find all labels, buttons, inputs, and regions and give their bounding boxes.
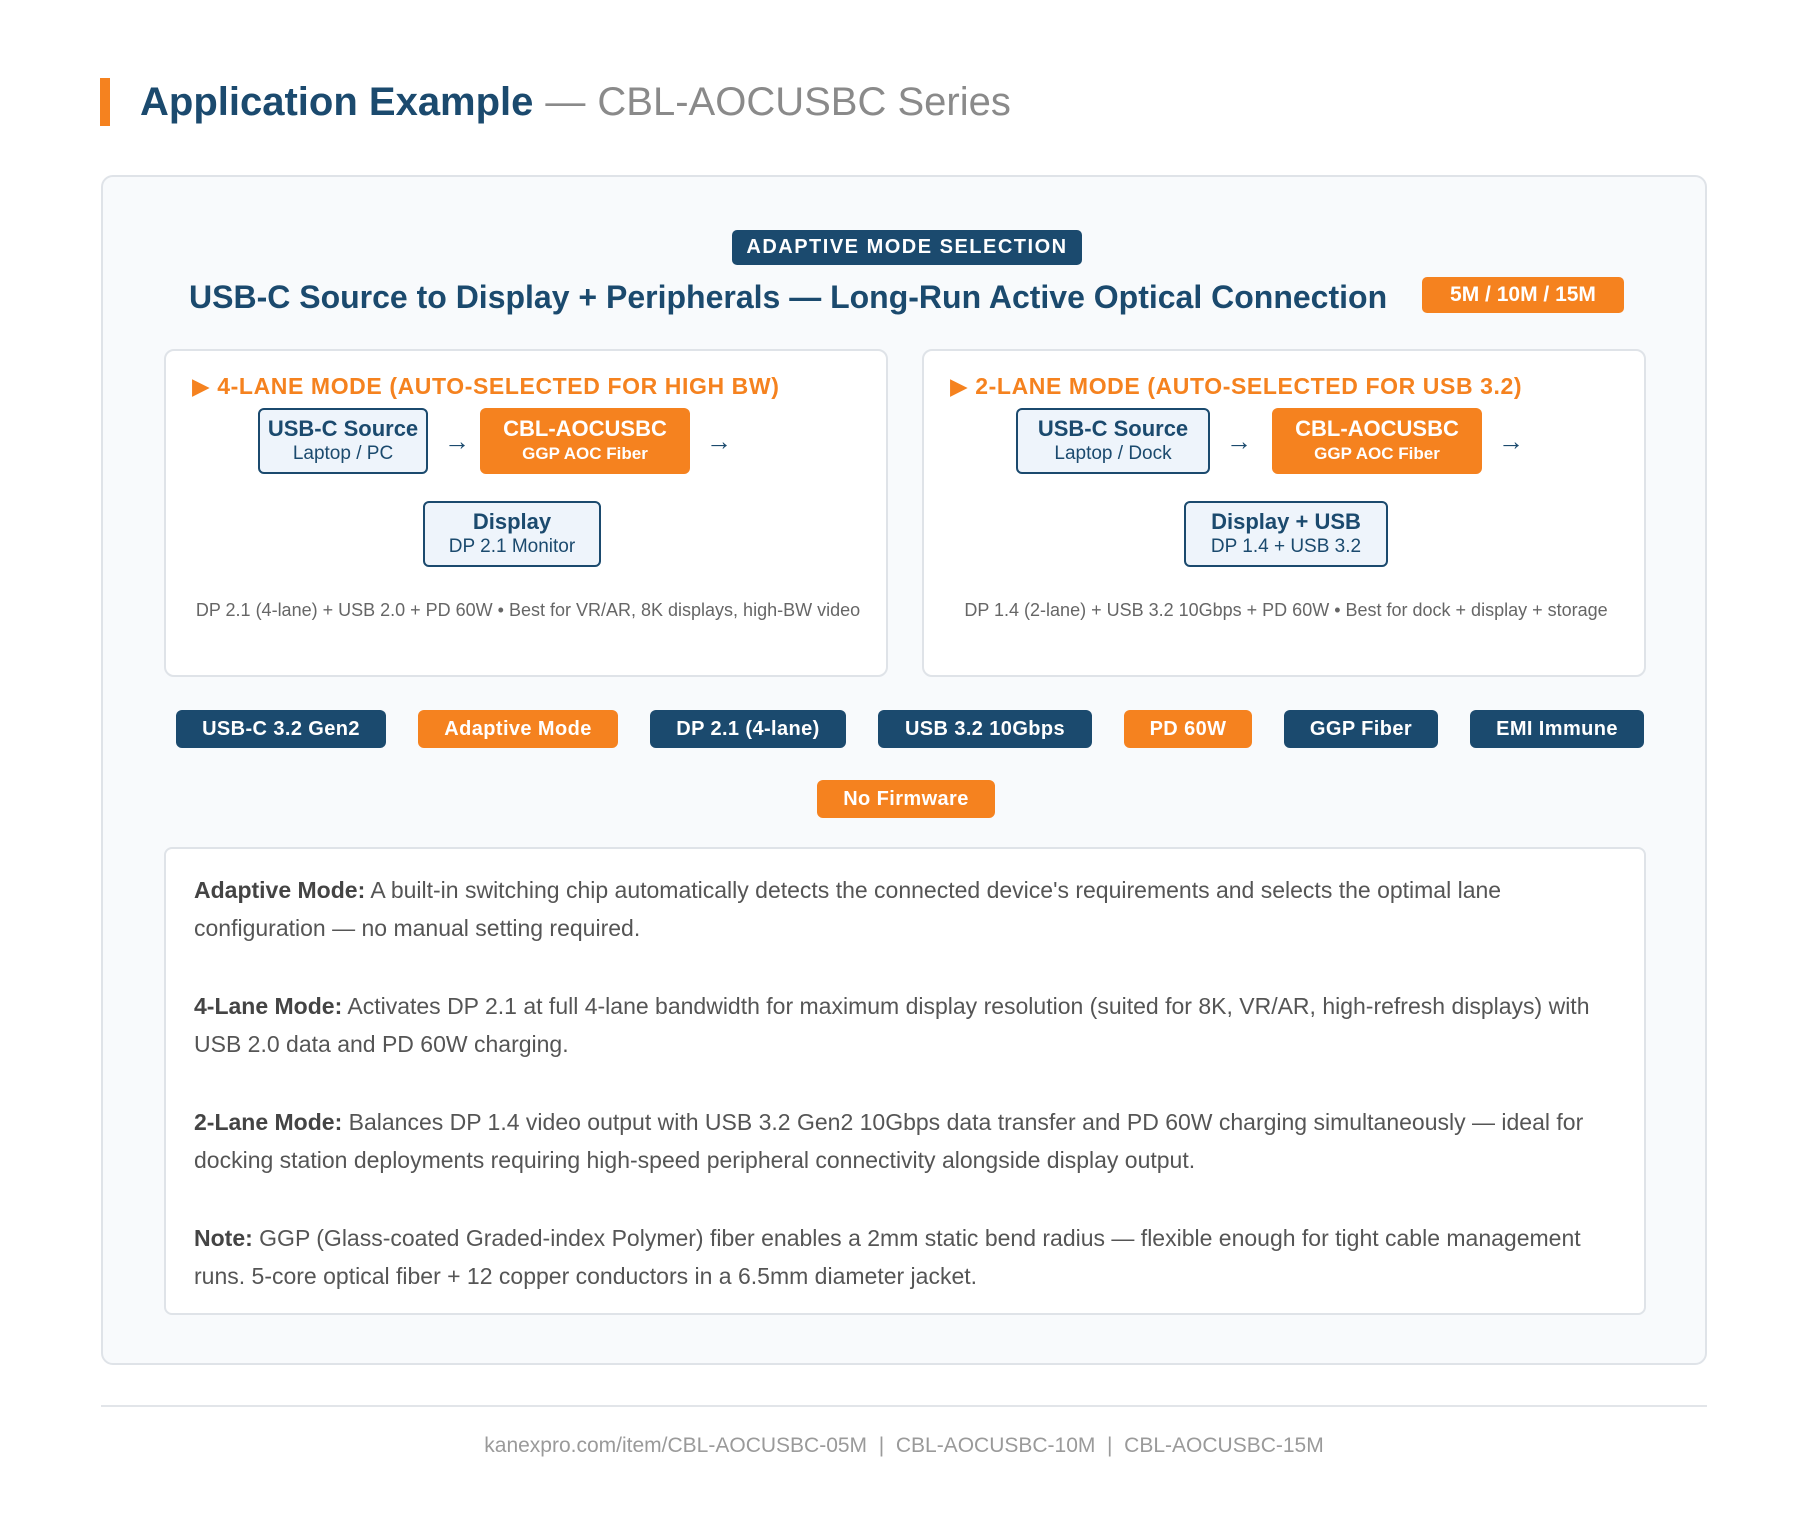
mode-caption: DP 2.1 (4-lane) + USB 2.0 + PD 60W • Bes… [195,600,861,620]
note-text: Activates DP 2.1 at full 4-lane bandwidt… [194,993,1590,1057]
node-subtitle: DP 2.1 Monitor [448,536,576,557]
display-node: Display DP 2.1 Monitor [423,501,601,567]
node-title: CBL-AOCUSBC [503,416,667,441]
note-text: A built-in switching chip automatically … [194,877,1502,941]
note-label: Adaptive Mode: [194,877,366,903]
page-subtitle: CBL-AOCUSBC Series [597,79,1011,124]
right-arrow-icon: → [1498,426,1524,456]
page-title: Application Example [140,79,534,124]
node-subtitle: Laptop / PC [292,443,394,464]
mode-heading: ▶ 4-LANE MODE (AUTO-SELECTED FOR HIGH BW… [192,373,780,399]
page-header: Application Example — CBL-AOCUSBC Series [100,78,1011,126]
node-title: CBL-AOCUSBC [1295,416,1459,441]
feature-tag-usbc-gen2: USB-C 3.2 Gen2 [176,710,386,748]
node-title: USB-C Source [1037,416,1189,441]
right-arrow-icon: → [1226,426,1252,456]
note-text: GGP (Glass-coated Graded-index Polymer) … [194,1225,1581,1289]
feature-tag-pd60w: PD 60W [1124,710,1252,748]
source-node: USB-C Source Laptop / PC [258,408,428,474]
node-subtitle: Laptop / Dock [1054,443,1172,464]
node-subtitle: GGP AOC Fiber [1314,444,1440,463]
note-label: Note: [194,1225,253,1251]
note-adaptive-mode: Adaptive Mode: A built-in switching chip… [194,871,1616,947]
feature-tag-no-firmware: No Firmware [817,780,995,818]
notes-box: Adaptive Mode: A built-in switching chip… [164,847,1646,1315]
footer-divider [101,1405,1707,1407]
node-title: Display + USB [1211,509,1361,534]
node-title: Display [472,509,552,534]
cable-node: CBL-AOCUSBC GGP AOC Fiber [1272,408,1482,474]
cable-node: CBL-AOCUSBC GGP AOC Fiber [480,408,690,474]
note-four-lane-mode: 4-Lane Mode: Activates DP 2.1 at full 4-… [194,987,1616,1063]
application-panel: ADAPTIVE MODE SELECTION USB-C Source to … [101,175,1707,1365]
length-badge: 5M / 10M / 15M [1422,277,1624,313]
right-arrow-icon: → [706,426,732,456]
two-lane-mode-card: ▶ 2-LANE MODE (AUTO-SELECTED FOR USB 3.2… [922,349,1646,677]
note-label: 4-Lane Mode: [194,993,343,1019]
right-arrow-icon: → [444,426,470,456]
feature-tag-adaptive-mode: Adaptive Mode [418,710,618,748]
feature-tag-ggp-fiber: GGP Fiber [1284,710,1438,748]
feature-tag-usb32: USB 3.2 10Gbps [878,710,1092,748]
source-node: USB-C Source Laptop / Dock [1016,408,1210,474]
diagram-title: USB-C Source to Display + Peripherals — … [189,278,1388,315]
four-lane-mode-card: ▶ 4-LANE MODE (AUTO-SELECTED FOR HIGH BW… [164,349,888,677]
note-text: Balances DP 1.4 video output with USB 3.… [194,1109,1584,1173]
mode-caption: DP 1.4 (2-lane) + USB 3.2 10Gbps + PD 60… [964,600,1608,620]
header-accent-bar [100,78,110,126]
feature-tag-emi-immune: EMI Immune [1470,710,1644,748]
display-usb-node: Display + USB DP 1.4 + USB 3.2 [1184,501,1388,567]
adaptive-mode-badge: ADAPTIVE MODE SELECTION [732,230,1082,265]
node-subtitle: DP 1.4 + USB 3.2 [1210,536,1362,557]
note-fiber: Note: GGP (Glass-coated Graded-index Pol… [194,1219,1616,1295]
node-subtitle: GGP AOC Fiber [522,444,648,463]
footer-links: kanexpro.com/item/CBL-AOCUSBC-05M | CBL-… [484,1434,1324,1457]
note-two-lane-mode: 2-Lane Mode: Balances DP 1.4 video outpu… [194,1103,1616,1179]
title-separator: — [545,79,586,124]
mode-heading: ▶ 2-LANE MODE (AUTO-SELECTED FOR USB 3.2… [950,373,1523,399]
feature-tag-dp21: DP 2.1 (4-lane) [650,710,846,748]
note-label: 2-Lane Mode: [194,1109,343,1135]
node-title: USB-C Source [267,416,419,441]
